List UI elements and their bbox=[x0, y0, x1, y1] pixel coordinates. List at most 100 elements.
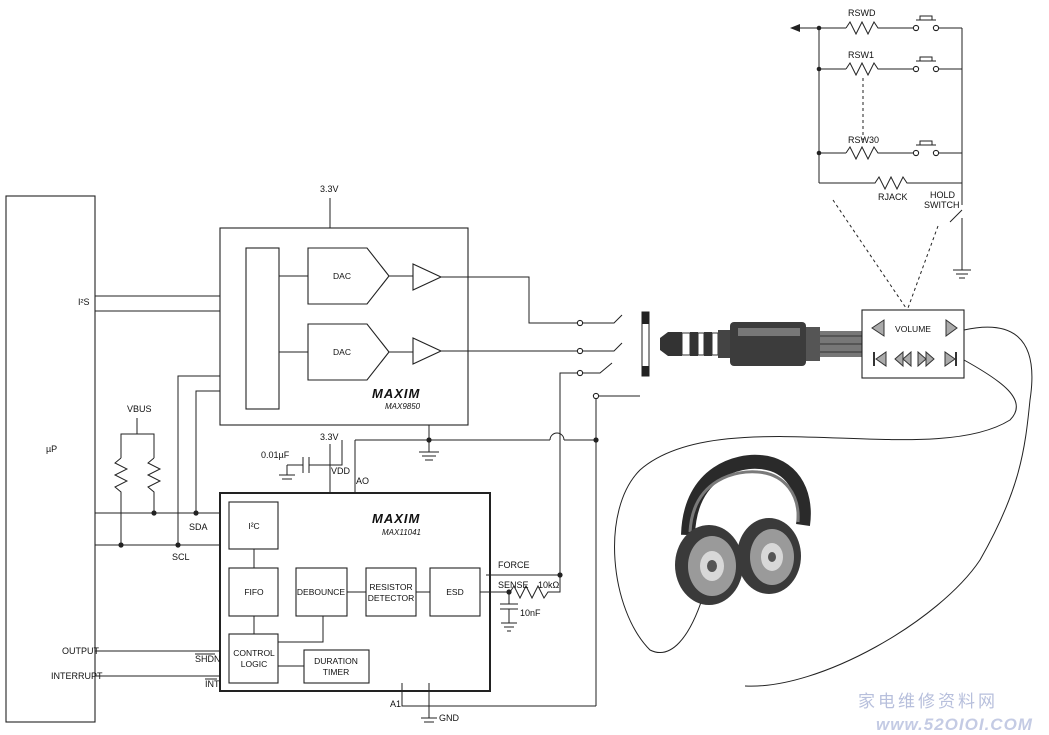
control-logic-label-1: CONTROL bbox=[233, 648, 275, 658]
sda-node bbox=[151, 510, 157, 516]
volume-label: VOLUME bbox=[895, 324, 931, 334]
sw-d-contact-a bbox=[912, 24, 920, 32]
fifo-block bbox=[228, 567, 279, 617]
detector-gnd-label: GND bbox=[439, 713, 460, 723]
ao-label: AO bbox=[356, 476, 369, 486]
microprocessor-label: µP bbox=[46, 444, 57, 454]
remote-control-box bbox=[861, 309, 965, 379]
sw-30-contact-b bbox=[932, 149, 940, 157]
rsw1-resistor bbox=[845, 61, 913, 77]
scl-node bbox=[118, 542, 124, 548]
next-track-icon[interactable] bbox=[944, 351, 957, 367]
vdd-label: VDD bbox=[331, 466, 351, 476]
dac1-block bbox=[307, 247, 390, 305]
fast-forward-icon[interactable] bbox=[917, 350, 935, 368]
vbus-rail bbox=[120, 433, 155, 458]
jack-spring-2 bbox=[583, 342, 623, 352]
audio-supply-label: 3.3V bbox=[320, 184, 339, 194]
callout-line-left bbox=[832, 199, 907, 309]
headphone-plug bbox=[660, 322, 862, 366]
volume-up-icon[interactable] bbox=[945, 319, 958, 337]
audio-interface-block bbox=[245, 247, 280, 410]
debounce-block bbox=[295, 567, 348, 617]
debounce-label: DEBOUNCE bbox=[297, 587, 346, 597]
wire-crossover bbox=[549, 432, 565, 441]
audio-maxim-logo: MAXIM bbox=[372, 386, 421, 401]
bypass-cap-label: 0.01µF bbox=[261, 450, 290, 460]
rsw30-resistor bbox=[845, 145, 913, 161]
previous-track-icon[interactable] bbox=[873, 351, 887, 367]
jack-socket-top bbox=[642, 312, 649, 324]
esd-block bbox=[429, 567, 481, 617]
duration-timer-label-1: DURATION bbox=[314, 656, 358, 666]
jack-spring-1 bbox=[583, 314, 623, 324]
volume-down-icon[interactable] bbox=[871, 319, 885, 337]
a1-wire bbox=[401, 683, 596, 707]
fifo-label: FIFO bbox=[244, 587, 264, 597]
duration-timer-label-2: TIMER bbox=[323, 667, 349, 677]
scl-label: SCL bbox=[172, 552, 190, 562]
control-logic-label-2: LOGIC bbox=[241, 659, 267, 669]
pullup-resistor-scl bbox=[113, 457, 129, 545]
int-label: INT bbox=[205, 679, 220, 689]
sense-label: SENSE bbox=[498, 580, 529, 590]
rsw30-label: RSW30 bbox=[848, 135, 879, 145]
sw-d-contact-b bbox=[932, 24, 940, 32]
sleeve-node bbox=[593, 437, 599, 443]
audio-part-label: MAX9850 bbox=[385, 402, 421, 411]
sw-1-button bbox=[919, 56, 933, 61]
hold-switch-blade bbox=[949, 209, 963, 223]
headphones-image bbox=[675, 454, 811, 605]
vbus-label: VBUS bbox=[127, 404, 152, 414]
rsw1-label: RSW1 bbox=[848, 50, 874, 60]
rewind-icon[interactable] bbox=[894, 350, 912, 368]
i2c-block bbox=[228, 501, 279, 550]
hold-label-2: SWITCH bbox=[924, 200, 960, 210]
rswd-label: RSWD bbox=[848, 8, 876, 18]
sense-resistor-label: 10kΩ bbox=[538, 580, 560, 590]
sense-resistor bbox=[509, 575, 561, 600]
amp2-triangle bbox=[412, 337, 443, 365]
rjack-resistor bbox=[819, 175, 962, 191]
resistor-detector-block bbox=[365, 567, 417, 617]
arrow-left-icon bbox=[790, 24, 800, 32]
headphone-cable-right bbox=[744, 326, 1033, 687]
dac2-block bbox=[307, 323, 390, 381]
rswd-resistor bbox=[845, 20, 913, 36]
jack-contact-2 bbox=[576, 347, 584, 355]
resistor-detector-label-2: DETECTOR bbox=[368, 593, 415, 603]
shdn-label: SHDN bbox=[195, 654, 221, 664]
sw-30-button bbox=[919, 140, 933, 145]
force-label: FORCE bbox=[498, 560, 530, 570]
jack-contact-1 bbox=[576, 319, 584, 327]
output-label: OUTPUT bbox=[62, 646, 100, 656]
amp1-triangle bbox=[412, 263, 443, 291]
resistor-detector-label-1: RESISTOR bbox=[369, 582, 412, 592]
control-logic-block bbox=[228, 633, 279, 684]
force-node bbox=[557, 572, 563, 578]
jack-spring-3 bbox=[583, 362, 613, 374]
sw-30-contact-a bbox=[912, 149, 920, 157]
esd-label: ESD bbox=[446, 587, 463, 597]
debounce-control-link bbox=[278, 616, 324, 643]
left-out-wire bbox=[441, 276, 578, 324]
force-wire bbox=[486, 372, 578, 576]
jack-contact-4 bbox=[592, 392, 600, 400]
sw-1-contact-a bbox=[912, 65, 920, 73]
sw-d-button bbox=[919, 15, 933, 20]
headphone-cable-left bbox=[614, 359, 1017, 653]
sda-label: SDA bbox=[189, 522, 208, 532]
ladder-node-30 bbox=[816, 150, 822, 156]
jack-socket-bottom bbox=[642, 366, 649, 376]
watermark-url: www.52OIOI.COM bbox=[876, 715, 1033, 734]
a1-label: A1 bbox=[390, 699, 401, 709]
detector-part-label: MAX11041 bbox=[382, 528, 421, 537]
i2c-label: I²C bbox=[248, 521, 259, 531]
dac2-label: DAC bbox=[333, 347, 351, 357]
callout-line-right bbox=[907, 225, 939, 309]
detector-maxim-logo: MAXIM bbox=[372, 511, 421, 526]
hold-label-1: HOLD bbox=[930, 190, 956, 200]
pullup-resistor-sda bbox=[146, 457, 162, 513]
